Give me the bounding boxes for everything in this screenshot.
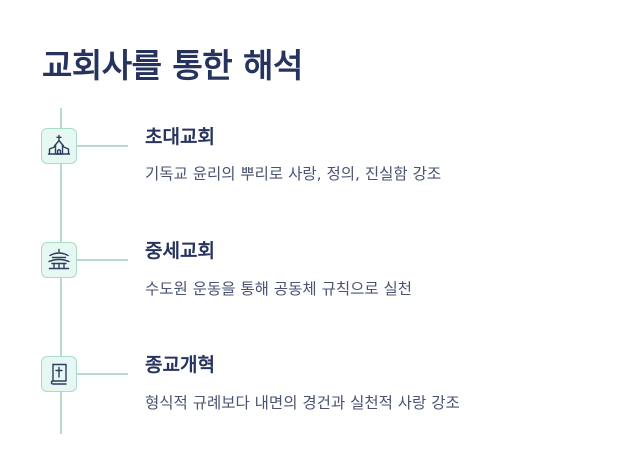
timeline-description: 형식적 규례보다 내면의 경건과 실천적 사랑 강조 <box>145 394 460 412</box>
pagoda-temple-icon <box>48 248 70 270</box>
timeline-connector <box>77 145 128 147</box>
timeline-node-reformation <box>41 356 77 392</box>
timeline-description: 기독교 윤리의 뿌리로 사랑, 정의, 진실함 강조 <box>145 165 442 183</box>
timeline-description: 수도원 운동을 통해 공동체 규칙으로 실천 <box>145 280 413 298</box>
timeline-node-early-church <box>41 128 77 164</box>
timeline-connector <box>77 259 128 261</box>
timeline-heading: 중세교회 <box>145 240 215 262</box>
timeline-connector <box>77 373 128 375</box>
timeline-heading: 초대교회 <box>145 126 215 148</box>
timeline-node-medieval-church <box>41 242 77 278</box>
timeline-heading: 종교개혁 <box>145 354 215 376</box>
page-title: 교회사를 통한 해석 <box>42 46 303 85</box>
church-icon <box>47 134 71 155</box>
bible-icon <box>50 363 67 385</box>
